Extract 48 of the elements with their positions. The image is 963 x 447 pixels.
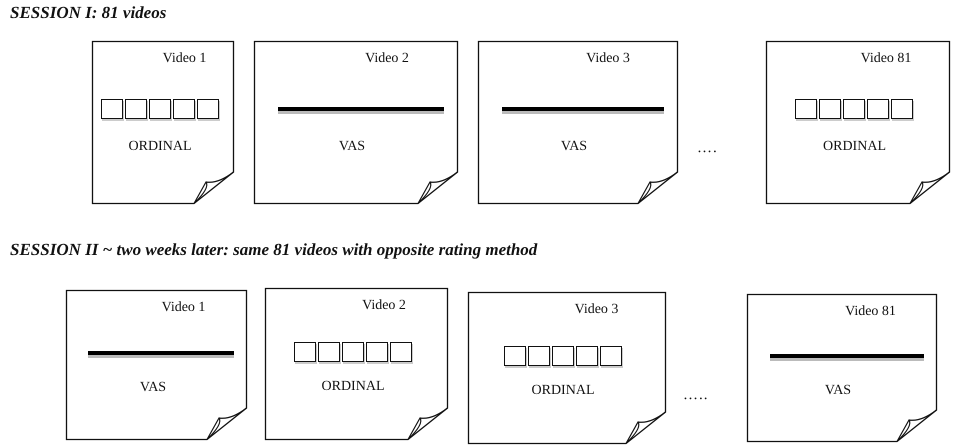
video-title: Video 1 xyxy=(162,51,208,67)
note-card xyxy=(766,41,950,204)
rating-method-label: VAS xyxy=(138,380,168,396)
note-card xyxy=(254,41,458,204)
rating-method-label: VAS xyxy=(338,139,366,155)
rating-box xyxy=(149,99,171,119)
note-card xyxy=(747,294,937,442)
rating-method-label: ORDINAL xyxy=(822,139,887,155)
note-card xyxy=(468,292,666,444)
rating-box xyxy=(600,346,622,366)
rating-box xyxy=(891,99,913,119)
video-title: Video 1 xyxy=(160,300,206,316)
video-title: Video 81 xyxy=(860,51,912,67)
rating-box xyxy=(197,99,219,119)
video-title: Video 2 xyxy=(361,298,407,314)
video-title: Video 81 xyxy=(844,304,897,320)
session-heading: SESSION II ~ two weeks later: same 81 videos with opposite rating method xyxy=(10,240,538,260)
rating-box xyxy=(390,342,412,362)
note-card xyxy=(265,288,448,440)
rating-box xyxy=(101,99,123,119)
rating-box xyxy=(576,346,598,366)
rating-box xyxy=(528,346,550,366)
video-title: Video 2 xyxy=(364,51,410,67)
video-title: Video 3 xyxy=(585,51,631,67)
video-title: Video 3 xyxy=(574,302,620,318)
rating-box xyxy=(294,342,316,362)
rating-box xyxy=(504,346,526,366)
rating-method-label: ORDINAL xyxy=(128,139,192,155)
rating-box xyxy=(173,99,195,119)
rating-box xyxy=(342,342,364,362)
note-card xyxy=(66,290,247,440)
ellipsis: ….. xyxy=(683,387,708,404)
rating-box xyxy=(867,99,889,119)
note-card xyxy=(478,41,678,204)
rating-box xyxy=(843,99,865,119)
note-card xyxy=(92,41,234,204)
ellipsis: …. xyxy=(697,140,718,157)
rating-box xyxy=(125,99,147,119)
rating-box xyxy=(819,99,841,119)
rating-method-label: VAS xyxy=(824,383,852,399)
rating-box xyxy=(366,342,388,362)
session-heading: SESSION I: 81 videos xyxy=(10,3,166,23)
rating-method-label: ORDINAL xyxy=(530,383,596,399)
rating-box xyxy=(795,99,817,119)
rating-box xyxy=(318,342,340,362)
rating-box xyxy=(552,346,574,366)
rating-method-label: VAS xyxy=(560,139,588,155)
rating-method-label: ORDINAL xyxy=(320,379,386,395)
